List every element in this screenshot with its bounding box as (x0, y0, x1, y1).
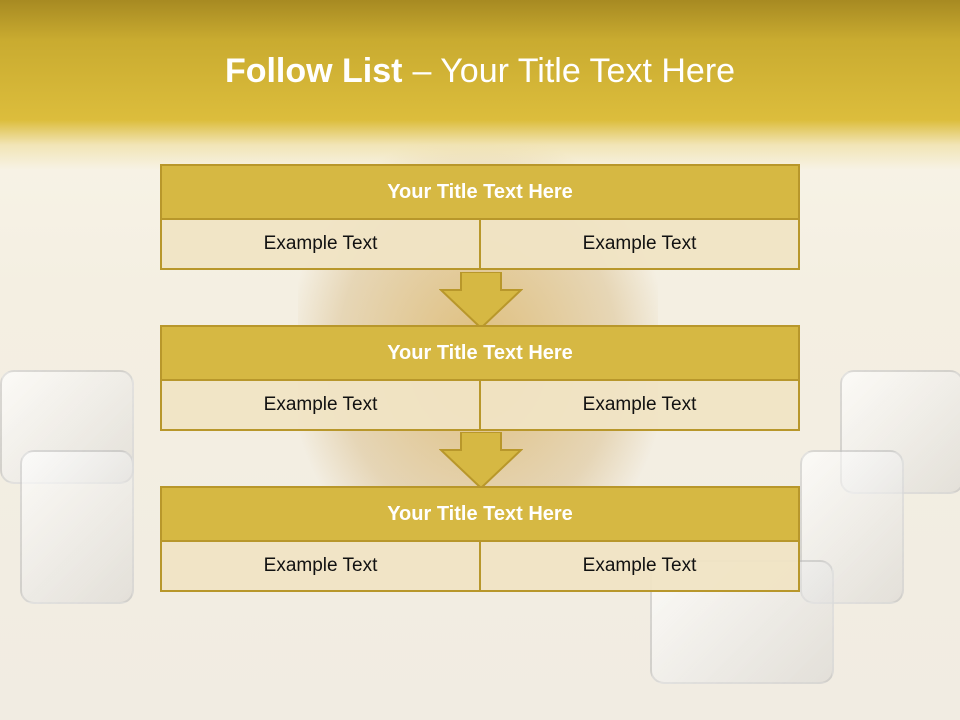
block-row: Example Text Example Text (160, 381, 800, 431)
down-arrow-icon (439, 432, 523, 490)
list-block-2: Your Title Text Here Example Text Exampl… (160, 325, 800, 431)
block-title: Your Title Text Here (160, 325, 800, 381)
slide-title-rest: – Your Title Text Here (412, 52, 736, 90)
down-arrow-icon (439, 272, 523, 330)
header-band (0, 0, 960, 170)
list-block-1: Your Title Text Here Example Text Exampl… (160, 164, 800, 270)
background-ice-cube (20, 450, 134, 604)
block-row: Example Text Example Text (160, 542, 800, 592)
block-cell-right: Example Text (481, 542, 800, 592)
slide-title-bold: Follow List (224, 52, 403, 90)
block-cell-left: Example Text (160, 542, 481, 592)
block-row: Example Text Example Text (160, 220, 800, 270)
slide-title: Follow List– Your Title Text Here (0, 52, 960, 91)
block-cell-right: Example Text (481, 220, 800, 270)
list-block-3: Your Title Text Here Example Text Exampl… (160, 486, 800, 592)
background-ice-cube (800, 450, 904, 604)
block-cell-left: Example Text (160, 220, 481, 270)
block-title: Your Title Text Here (160, 164, 800, 220)
block-title: Your Title Text Here (160, 486, 800, 542)
block-cell-left: Example Text (160, 381, 481, 431)
block-cell-right: Example Text (481, 381, 800, 431)
